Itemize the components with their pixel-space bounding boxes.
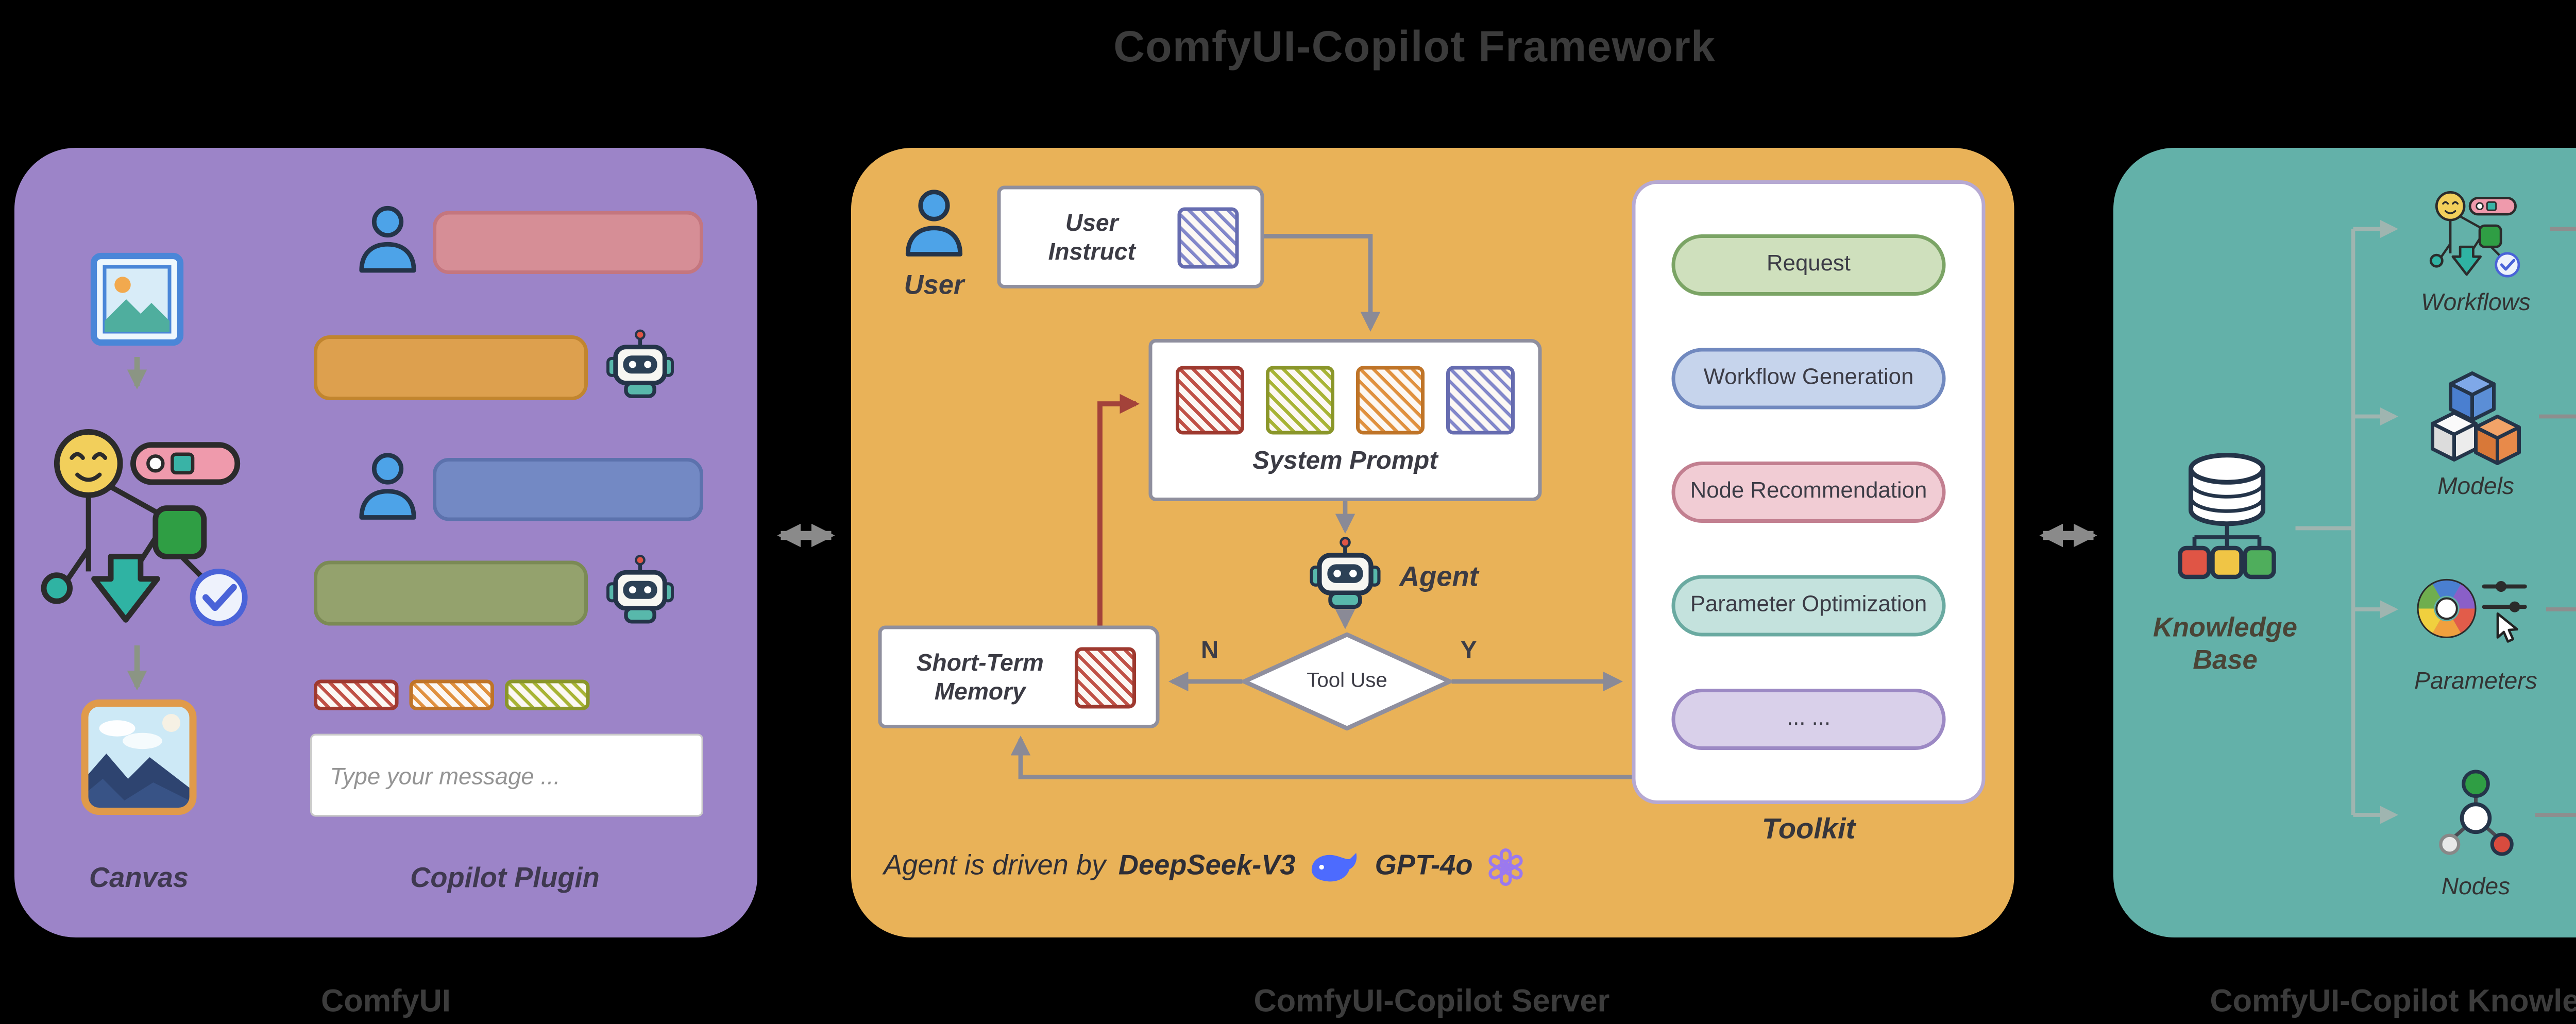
short-term-memory-label: Short-Term Memory <box>916 650 1044 704</box>
models-cubes-icon <box>2424 366 2528 467</box>
toolkit-pill-workflow-generation: Workflow Generation <box>1671 348 1946 409</box>
toolkit-pill-label: Parameter Optimization <box>1690 591 1927 617</box>
agent-label: Agent <box>1399 562 1479 593</box>
database-icon <box>2159 447 2296 613</box>
prompt-chip-orange <box>409 679 494 710</box>
instruct-block-purple <box>1176 206 1238 268</box>
parameters-wheel-icon <box>2413 562 2532 658</box>
branch-no-label: N <box>1201 636 1219 664</box>
decision-diamond-icon <box>1242 632 1452 731</box>
user-label: User <box>904 270 964 301</box>
prompt-chip-red <box>314 679 399 710</box>
page-title: ComfyUI-Copilot Framework <box>1113 23 1716 73</box>
chat-message-bot <box>314 335 588 400</box>
workflows-icon <box>2420 179 2528 280</box>
workflow-graph-icon <box>32 400 252 631</box>
caption-knowledge-base: ComfyUI-Copilot Knowledge Base <box>2210 982 2576 1019</box>
memory-block-red <box>1074 646 1136 708</box>
prompt-chip-yellow <box>505 679 590 710</box>
toolkit-box: Request Workflow Generation Node Recomme… <box>1632 180 1986 804</box>
gpt4o-label: GPT-4o <box>1375 851 1473 882</box>
generated-image-icon <box>81 699 197 815</box>
prompt-block-purple <box>1446 366 1515 435</box>
tool-use-label: Tool Use <box>1307 671 1387 692</box>
tool-use-decision: Tool Use <box>1241 631 1453 732</box>
user-instruct-label: User Instruct <box>1048 210 1136 264</box>
bot-avatar-icon <box>602 328 678 404</box>
toolkit-label: Toolkit <box>1761 815 1856 846</box>
nodes-label: Nodes <box>2441 873 2511 900</box>
knowledge-base-label: Knowledge Base <box>2153 613 2297 676</box>
models-label: Models <box>2437 472 2514 500</box>
caption-comfyui: ComfyUI <box>321 982 451 1019</box>
branch-yes-label: Y <box>1461 636 1477 664</box>
openai-logo-icon <box>1485 847 1525 887</box>
toolkit-pill-node-recommendation: Node Recommendation <box>1671 462 1946 523</box>
user-instruct-box: User Instruct <box>997 185 1264 288</box>
agent-driver-note: Agent is driven by DeepSeek-V3 GPT-4o <box>884 847 1525 887</box>
chat-message-user <box>433 458 703 521</box>
prompt-block-red <box>1176 366 1244 435</box>
toolkit-pill-label: Request <box>1767 251 1851 277</box>
user-avatar-icon <box>355 451 420 523</box>
deepseek-label: DeepSeek-V3 <box>1118 851 1296 882</box>
system-prompt-box: System Prompt <box>1148 339 1542 501</box>
driver-prefix: Agent is driven by <box>884 851 1106 882</box>
prompt-block-orange <box>1356 366 1425 435</box>
prompt-block-yellow <box>1266 366 1334 435</box>
toolkit-pill-more: ... ... <box>1671 689 1946 750</box>
toolkit-pill-request: Request <box>1671 234 1946 296</box>
toolkit-pill-label: Node Recommendation <box>1690 478 1927 504</box>
copilot-plugin-label: Copilot Plugin <box>410 863 600 895</box>
canvas-label: Canvas <box>89 863 189 895</box>
nodes-graph-icon <box>2424 764 2528 865</box>
canvas-image-icon <box>90 252 184 346</box>
user-icon <box>902 187 967 260</box>
agent-robot-icon <box>1306 536 1385 615</box>
short-term-memory-box: Short-Term Memory <box>878 625 1160 728</box>
chat-message-bot <box>314 560 588 626</box>
workflows-label: Workflows <box>2421 288 2531 316</box>
user-avatar-icon <box>355 204 420 276</box>
system-prompt-label: System Prompt <box>1252 445 1438 474</box>
bot-avatar-icon <box>602 554 678 629</box>
knowledge-base-panel <box>2113 148 2576 937</box>
toolkit-pill-label: Workflow Generation <box>1703 364 1914 390</box>
deepseek-whale-icon <box>1312 852 1358 882</box>
chat-message-user <box>433 211 703 274</box>
chat-input[interactable] <box>310 733 703 817</box>
parameters-label: Parameters <box>2414 667 2537 694</box>
toolkit-pill-parameter-optimization: Parameter Optimization <box>1671 575 1946 637</box>
caption-copilot-server: ComfyUI-Copilot Server <box>1253 982 1610 1019</box>
toolkit-pill-label: ... ... <box>1786 705 1831 731</box>
